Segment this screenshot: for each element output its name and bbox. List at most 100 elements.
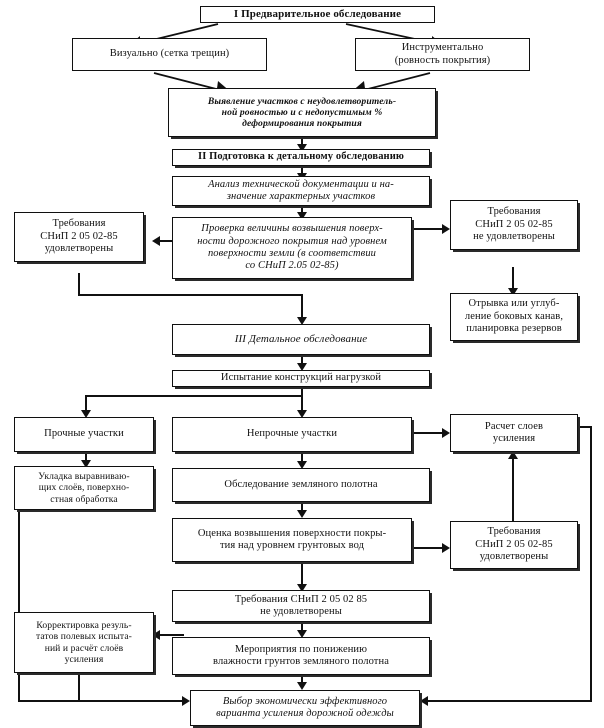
node-label: Визуально (сетка трещин) — [109, 48, 230, 60]
arrow-measures-to-final — [297, 682, 307, 690]
connector-groundwater-to-req-ok-2 — [411, 547, 444, 549]
arrow-bus-to-weak — [297, 410, 307, 418]
node-stage-3-detailed-survey[interactable]: III Детальное обследование — [172, 324, 430, 355]
connector-groundwater-to-req-no-2 — [301, 562, 303, 587]
node-label-line-3: деформирования покрытия — [242, 118, 362, 130]
node-ditch-excavation-reserve-grading[interactable]: Отрывка или углуб- ление боковых канав, … — [450, 293, 578, 341]
connector-loadtest-down — [301, 387, 303, 396]
arrow-detect-to-stage2 — [297, 144, 307, 152]
node-label-line-1: Корректировка резуль- — [36, 619, 132, 631]
node-label-line-1: Оценка возвышения поверхности покры- — [197, 527, 387, 539]
node-label: Анализ технической документации и на- зн… — [176, 179, 426, 204]
connector-detect-to-stage2 — [301, 137, 303, 146]
connector-req-ok-1-right — [78, 294, 302, 296]
node-requirements-snip-not-satisfied-2[interactable]: Требования СНиП 2 05 02 85 не удовлетвор… — [172, 590, 430, 622]
connector-req-no-2-to-measures — [301, 622, 303, 634]
node-leveling-layers-surface-treatment[interactable]: Укладка выравниваю- щих слоёв, поверхно-… — [14, 466, 154, 510]
node-label-line-1: Выбор экономически эффективного — [222, 695, 388, 707]
node-detect-unsatisfactory-sections[interactable]: Выявление участков с неудовлетворитель- … — [168, 88, 436, 137]
node-label-line-2: ной ровностью и с недопустимым % — [221, 106, 383, 118]
node-label-line-2: не удовлетворены — [260, 606, 342, 617]
node-visual-crack-grid[interactable]: Визуально (сетка трещин) — [72, 38, 267, 71]
node-label-line-1: Требования — [487, 526, 541, 538]
arrow-spine-to-stage3 — [297, 317, 307, 325]
node-label-line-3: удовлетворены — [479, 551, 549, 563]
node-requirements-snip-not-satisfied-1[interactable]: Требования СНиП 2 05 02-85 не удовлетвор… — [450, 200, 578, 250]
arrow-groundwater-to-req-ok-2 — [442, 543, 450, 553]
arrow-stage3-to-loadtest — [297, 363, 307, 371]
node-economically-effective-option[interactable]: Выбор экономически эффективного варианта… — [190, 690, 420, 726]
node-label-line-3: стная обработка — [50, 493, 118, 505]
connector-req-ok-1-down — [78, 273, 80, 295]
node-label: Обследование земляного полотна — [224, 478, 378, 490]
node-label: Требования СНиП 2 05 02-85 не удовлетвор… — [454, 206, 574, 243]
node-label: II Подготовка к детальному обследованию — [198, 151, 404, 163]
connector-analysis-to-check — [301, 206, 303, 215]
arrow-req-no-1-to-ditch — [508, 288, 518, 296]
node-label: I Предварительное обследование — [233, 8, 402, 21]
node-label-line-2: ности дорожного покрытия над уровнем — [197, 235, 387, 247]
node-label-line-2: татов полевых испыта- — [36, 631, 132, 643]
arrow-correction-to-final — [182, 696, 190, 706]
node-label: Расчет слоев усиления — [454, 421, 574, 446]
arrow-check-to-req-ok-1 — [152, 236, 160, 246]
connector-subgrade-to-groundwater — [301, 502, 303, 514]
arrow-analysis-to-check — [297, 212, 307, 220]
node-label-line-2: ление боковых канав, — [464, 310, 564, 322]
arrow-groundwater-to-req-no-2 — [297, 584, 307, 592]
node-label-line-1: Инструментально — [401, 42, 484, 54]
node-technical-documentation-analysis[interactable]: Анализ технической документации и на- зн… — [172, 176, 430, 206]
connector-measures-to-final — [301, 675, 303, 686]
node-weak-sections[interactable]: Непрочные участки — [172, 417, 412, 452]
node-label: Требования СНиП 2 05 02-85 удовлетворены — [454, 526, 574, 563]
node-label: Выбор экономически эффективного варианта… — [194, 696, 416, 721]
arrow-strong-to-leveling — [81, 460, 91, 468]
node-check-surface-elevation[interactable]: Проверка величины возвышения поверх- нос… — [172, 217, 412, 279]
node-requirements-snip-satisfied-2[interactable]: Требования СНиП 2 05 02-85 удовлетворены — [450, 521, 578, 569]
node-label-line-1: Выявление участков с неудовлетворитель- — [207, 95, 397, 107]
node-requirements-snip-satisfied-1[interactable]: Требования СНиП 2 05 02-85 удовлетворены — [14, 212, 144, 262]
node-label: Корректировка резуль- татов полевых испы… — [18, 620, 150, 665]
node-label: III Детальное обследование — [234, 333, 368, 346]
node-label-line-3: не удовлетворены — [473, 231, 555, 243]
node-label-line-1: Отрывка или углуб- — [468, 298, 560, 310]
node-label-line-1: Требования — [487, 206, 541, 218]
node-label: Проверка величины возвышения поверх- нос… — [176, 223, 408, 273]
node-label-line-2: варианта усиления дорожной одежды — [216, 708, 394, 719]
connector-weak-to-calc — [411, 432, 444, 434]
node-label-line-2: (ровность покрытия) — [394, 54, 491, 66]
node-reinforcement-layer-calculation[interactable]: Расчет слоев усиления — [450, 414, 578, 452]
node-label: Отрывка или углуб- ление боковых канав, … — [454, 298, 574, 335]
connector-correction-down — [78, 673, 80, 701]
connector-measures-to-correction — [159, 634, 184, 636]
node-structure-load-test[interactable]: Испытание конструкций нагрузкой — [172, 370, 430, 387]
node-label-line-1: Проверка величины возвышения поверх- — [201, 223, 383, 235]
node-label: Прочные участки — [44, 428, 124, 440]
node-field-test-correction[interactable]: Корректировка резуль- татов полевых испы… — [14, 612, 154, 673]
node-label-line-3: удовлетворены — [44, 243, 114, 255]
node-label-line-3: ний и расчёт слоёв — [44, 642, 124, 654]
connector-strong-to-leveling — [85, 452, 87, 464]
node-label: Укладка выравниваю- щих слоёв, поверхно-… — [18, 471, 150, 505]
arrow-weak-to-calc — [442, 428, 450, 438]
node-stage-1-preliminary-survey[interactable]: I Предварительное обследование — [200, 6, 435, 23]
node-instrumental-evenness[interactable]: Инструментально (ровность покрытия) — [355, 38, 530, 71]
node-label: Требования СНиП 2 05 02-85 удовлетворены — [18, 218, 140, 255]
node-label-line-2: СНиП 2 05 02-85 — [40, 230, 118, 242]
node-groundwater-level-assessment[interactable]: Оценка возвышения поверхности покры- тия… — [172, 518, 412, 562]
node-subgrade-survey[interactable]: Обследование земляного полотна — [172, 468, 430, 502]
node-label: Оценка возвышения поверхности покры- тия… — [176, 528, 408, 553]
node-label-line-4: со СНиП 2.05 02-85) — [245, 260, 339, 272]
connector-req-ok-2-to-calc — [512, 458, 514, 521]
arrow-measures-to-correction — [152, 630, 160, 640]
node-strong-sections[interactable]: Прочные участки — [14, 417, 154, 452]
node-label: Испытание конструкций нагрузкой — [220, 372, 382, 384]
node-label-line-1: Укладка выравниваю- — [38, 471, 130, 483]
node-soil-moisture-reduction-measures[interactable]: Мероприятия по понижению влажности грунт… — [172, 637, 430, 675]
node-label-line-2: тия над уровнем грунтовых вод — [219, 540, 365, 551]
connector-req-no-1-to-ditch — [512, 267, 514, 291]
node-stage-2-detailed-survey-prep[interactable]: II Подготовка к детальному обследованию — [172, 149, 430, 166]
arrow-bus-to-strong — [81, 410, 91, 418]
node-label-line-2: значение характерных участков — [226, 191, 376, 202]
